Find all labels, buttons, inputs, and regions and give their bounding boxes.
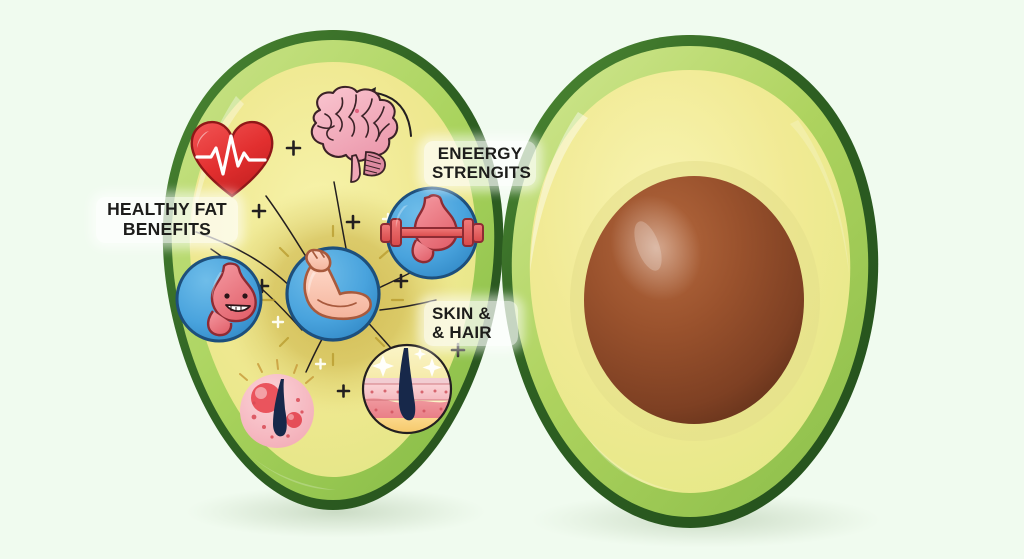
stomach-face-icon[interactable] xyxy=(175,255,263,343)
hair-strand xyxy=(273,379,287,437)
hair-shaft xyxy=(398,348,416,421)
heart-icon[interactable] xyxy=(190,120,274,198)
eye-left xyxy=(224,293,230,299)
dumbbell-shape xyxy=(380,218,484,247)
ecg-line xyxy=(195,134,267,176)
label-skin-and-hair[interactable]: SKIN & & HAIR xyxy=(424,301,518,347)
avocado-half-left xyxy=(162,30,504,510)
stomach-dumbbell-icon[interactable] xyxy=(380,186,484,280)
label-eneergy-strengits[interactable]: ENEERGY STRENGITS xyxy=(424,141,536,187)
sparkles xyxy=(372,348,442,377)
mouth xyxy=(225,304,251,313)
eye-right xyxy=(242,293,248,299)
avocado-pit xyxy=(570,161,820,441)
bicep-icon[interactable] xyxy=(261,224,405,367)
skin-cell-hair-icon[interactable] xyxy=(239,359,314,448)
shadow-left xyxy=(186,486,486,538)
label-healthy-fat-benefits[interactable]: HEALTHY FAT BENEFITS xyxy=(96,197,238,244)
skin-hair-layers-icon[interactable] xyxy=(361,343,453,438)
brain-icon[interactable] xyxy=(310,85,399,183)
avocado-half-right xyxy=(501,35,879,528)
